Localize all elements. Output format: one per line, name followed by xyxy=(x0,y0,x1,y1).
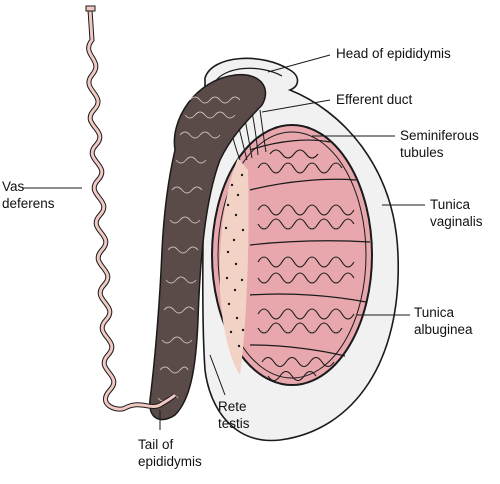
label-tunica-albuginea-line1: Tunica xyxy=(414,305,455,320)
vas-deferens-lumen xyxy=(87,9,177,411)
label-tail-of-epididymis-line2: epididymis xyxy=(138,454,202,469)
label-seminiferous-tubules: Seminiferous tubules xyxy=(400,127,479,161)
tunica-albuginea xyxy=(217,131,367,379)
label-rete-testis-line1: Rete xyxy=(218,399,247,414)
label-tunica-vaginalis-line1: Tunica xyxy=(430,197,471,212)
rete-testis-dots xyxy=(224,173,245,348)
epididymis xyxy=(149,73,267,421)
label-tunica-vaginalis: Tunica vaginalis xyxy=(430,196,483,230)
rete-testis-region xyxy=(219,158,249,375)
label-tunica-albuginea: Tunica albuginea xyxy=(414,304,473,338)
label-tail-of-epididymis-line1: Tail of xyxy=(138,437,174,452)
label-vas-deferens-line1: Vas xyxy=(2,179,25,194)
tunica-vaginalis-inner-fold xyxy=(214,67,283,83)
label-efferent-duct: Efferent duct xyxy=(336,92,413,107)
vas-deferens-cut-end xyxy=(85,5,96,12)
label-tail-of-epididymis: Tail of epididymis xyxy=(138,436,202,470)
label-seminiferous-tubules-line1: Seminiferous xyxy=(400,128,479,143)
label-rete-testis-line2: testis xyxy=(218,416,250,431)
label-head-of-epididymis: Head of epididymis xyxy=(336,46,451,61)
epididymis-coils xyxy=(157,96,241,402)
leader-lines xyxy=(22,54,425,430)
label-tunica-vaginalis-line2: vaginalis xyxy=(430,214,483,229)
label-vas-deferens: Vas deferens xyxy=(2,178,55,212)
label-vas-deferens-line2: deferens xyxy=(2,196,55,211)
label-seminiferous-tubules-line2: tubules xyxy=(400,145,444,160)
seminiferous-tubules xyxy=(257,149,355,382)
label-rete-testis: Rete testis xyxy=(218,398,250,432)
label-tunica-albuginea-line2: albuginea xyxy=(414,322,473,337)
septa xyxy=(249,139,371,357)
